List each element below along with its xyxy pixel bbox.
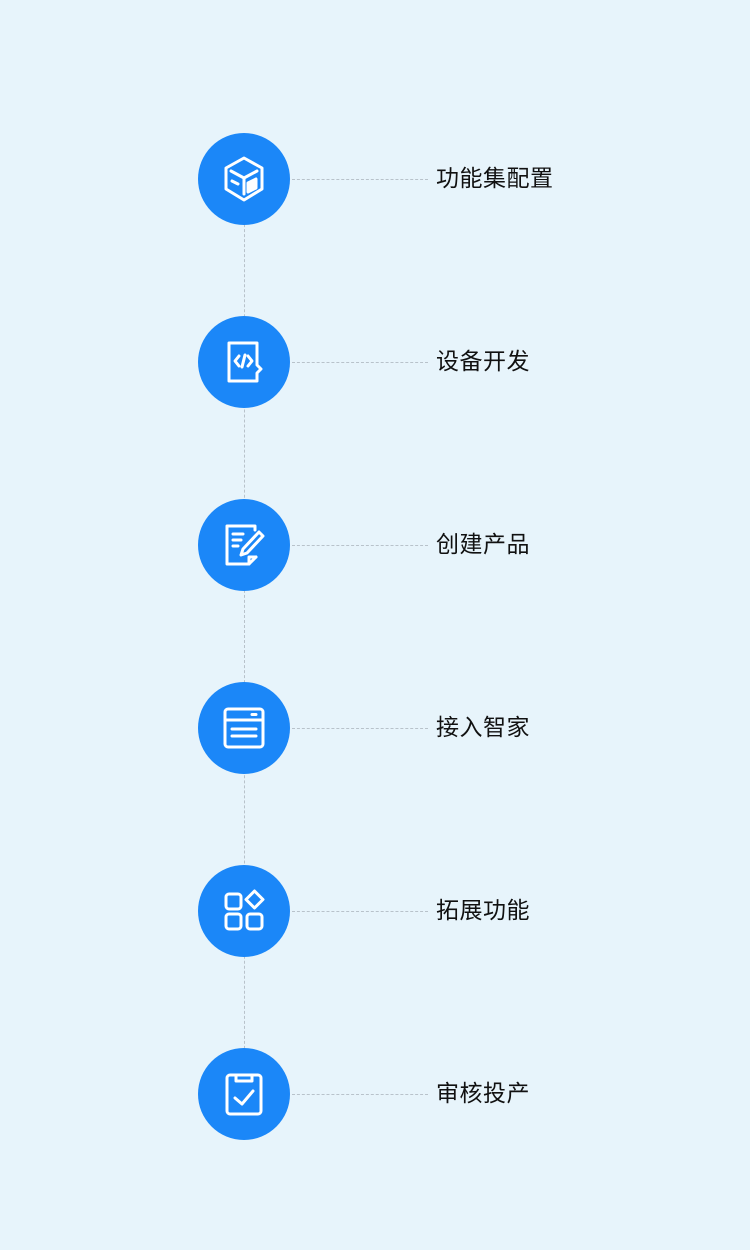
horizontal-connector <box>292 911 428 912</box>
step-label: 拓展功能 <box>436 898 530 924</box>
vertical-connector <box>244 179 245 1094</box>
step-badge <box>198 1048 290 1140</box>
horizontal-connector <box>292 179 428 180</box>
apps-grid-icon <box>219 886 269 936</box>
step-label: 设备开发 <box>436 349 530 375</box>
step-label: 审核投产 <box>436 1081 530 1107</box>
step-label: 创建产品 <box>436 532 530 558</box>
step-badge <box>198 682 290 774</box>
step-badge <box>198 316 290 408</box>
horizontal-connector <box>292 545 428 546</box>
edit-document-icon <box>219 520 269 570</box>
step-badge <box>198 865 290 957</box>
horizontal-connector <box>292 728 428 729</box>
step-badge <box>198 499 290 591</box>
cube-icon <box>219 154 269 204</box>
step-device-dev: 设备开发 <box>0 316 750 408</box>
horizontal-connector <box>292 1094 428 1095</box>
step-feature-config: 功能集配置 <box>0 133 750 225</box>
clipboard-check-icon <box>219 1069 269 1119</box>
step-connect-smarthome: 接入智家 <box>0 682 750 774</box>
step-badge <box>198 133 290 225</box>
step-review-production: 审核投产 <box>0 1048 750 1140</box>
step-label: 功能集配置 <box>436 166 554 192</box>
window-panel-icon <box>219 703 269 753</box>
step-create-product: 创建产品 <box>0 499 750 591</box>
step-extend-features: 拓展功能 <box>0 865 750 957</box>
horizontal-connector <box>292 362 428 363</box>
step-label: 接入智家 <box>436 715 530 741</box>
code-file-icon <box>219 337 269 387</box>
